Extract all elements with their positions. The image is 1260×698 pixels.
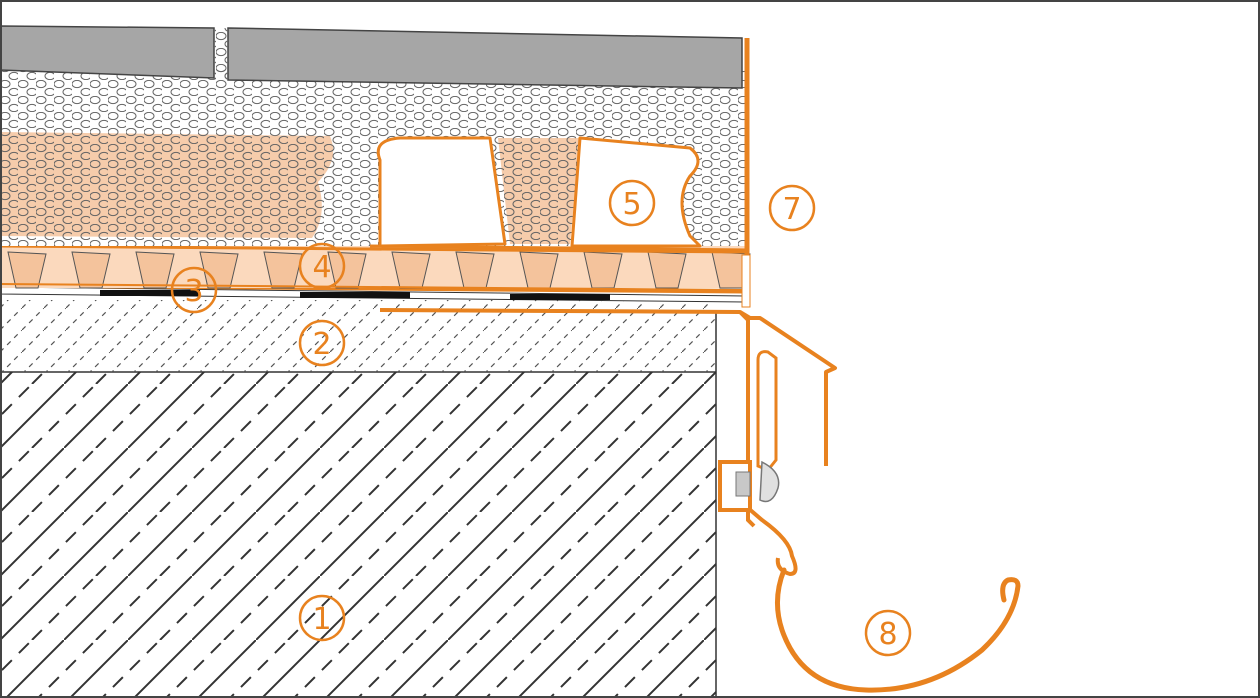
callout-label: 1 — [312, 602, 331, 637]
drainage-mat-cells — [7, 251, 751, 289]
callout-8: 8 — [864, 609, 912, 657]
gravel-drainage-profile — [369, 136, 749, 252]
callout-circle — [170, 266, 218, 314]
callout-label: 8 — [878, 617, 897, 652]
gutter — [775, 567, 1021, 693]
callout-1: 1 — [298, 594, 346, 642]
drainage-mat-cell — [199, 251, 239, 289]
callout-label: 3 — [184, 274, 203, 309]
drainage-mat-cell — [7, 251, 47, 289]
drainage-mat-cell — [263, 251, 303, 289]
callout-circle — [608, 179, 656, 227]
callout-circle — [298, 319, 346, 367]
paving-tiles — [0, 25, 743, 89]
callout-4: 4 — [298, 242, 346, 290]
drainage-mat-cell — [647, 251, 687, 289]
callout-2: 2 — [298, 319, 346, 367]
drainage-mat — [0, 244, 751, 291]
callout-circle — [864, 609, 912, 657]
callout-3: 3 — [170, 266, 218, 314]
callout-5: 5 — [608, 179, 656, 227]
callout-circle — [768, 184, 816, 232]
drainage-mat-cell — [327, 251, 367, 289]
callout-7: 7 — [768, 184, 816, 232]
edge-trim — [379, 38, 837, 577]
callout-label: 2 — [312, 327, 331, 362]
callout-label: 5 — [622, 187, 641, 222]
callout-circle — [298, 594, 346, 642]
drainage-mat-cell — [71, 251, 111, 289]
callout-label: 4 — [312, 250, 331, 285]
callout-label: 7 — [782, 192, 801, 227]
callout-layer: 1 2 3 4 5 7 8 — [170, 179, 912, 657]
callout-circle — [298, 242, 346, 290]
concrete-base — [0, 310, 717, 698]
drainage-mat-cell — [135, 251, 175, 289]
